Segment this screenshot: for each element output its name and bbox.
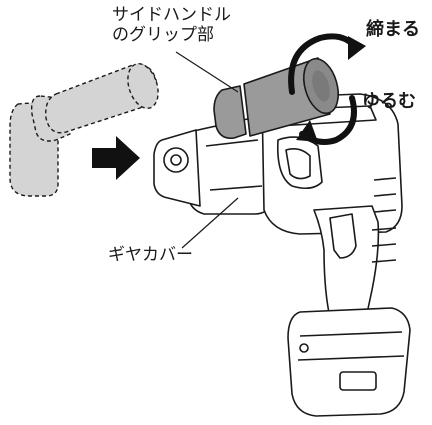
side-handle-grip xyxy=(213,57,340,140)
rotate-arrow-heads xyxy=(296,36,366,142)
loosen-label: ゆるむ xyxy=(362,91,416,112)
arrow-right-icon xyxy=(92,136,140,180)
gear-cover-label: ギヤカバー xyxy=(108,245,193,265)
side-handle-grip-label-line1: サイドハンドル xyxy=(112,5,231,25)
side-handle-grip-label: サイドハンドル のグリップ部 xyxy=(112,5,231,45)
tighten-label: 締まる xyxy=(366,19,420,40)
ghost-side-handle xyxy=(9,63,159,197)
leader-lines xyxy=(175,51,239,249)
side-handle-grip-label-line2: のグリップ部 xyxy=(112,24,214,45)
